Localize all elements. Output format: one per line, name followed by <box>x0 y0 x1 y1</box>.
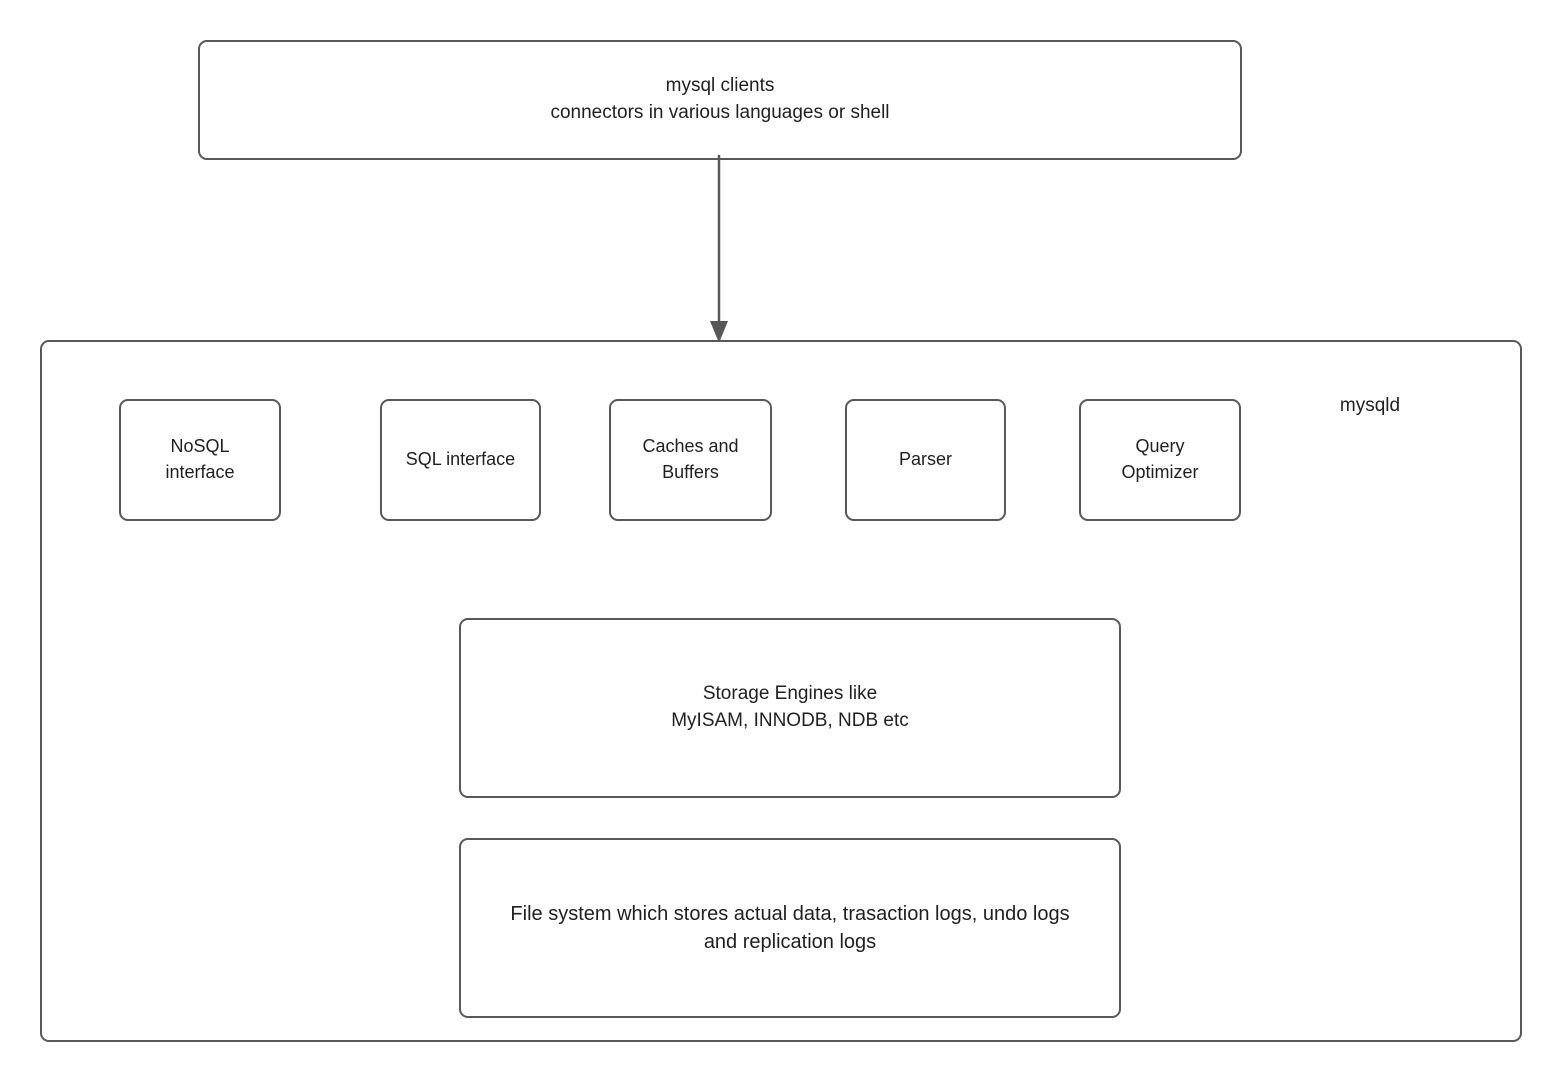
query-optimizer-label: Query Optimizer <box>1121 436 1199 482</box>
query-optimizer-box[interactable]: Query Optimizer <box>1079 399 1241 521</box>
parser-box[interactable]: Parser <box>845 399 1006 521</box>
caches-and-buffers-label: Caches and Buffers <box>642 436 739 482</box>
clients-to-mysqld-arrow <box>710 155 728 343</box>
nosql-interface-box[interactable]: NoSQL interface <box>119 399 281 521</box>
file-system-label: File system which stores actual data, tr… <box>510 902 1070 953</box>
parser-label: Parser <box>898 449 952 470</box>
nosql-interface-label: NoSQL interface <box>165 436 235 482</box>
mysql-clients-box[interactable]: mysql clients connectors in various lang… <box>198 40 1242 160</box>
mysqld-title-label: mysqld <box>1339 395 1401 416</box>
mysql-clients-label: mysql clients connectors in various lang… <box>550 75 890 123</box>
sql-interface-box[interactable]: SQL interface <box>380 399 541 521</box>
storage-engines-box[interactable]: Storage Engines like MyISAM, INNODB, NDB… <box>459 618 1121 798</box>
sql-interface-label: SQL interface <box>405 449 516 470</box>
file-system-box[interactable]: File system which stores actual data, tr… <box>459 838 1121 1018</box>
caches-and-buffers-box[interactable]: Caches and Buffers <box>609 399 772 521</box>
storage-engines-label: Storage Engines like MyISAM, INNODB, NDB… <box>671 683 909 731</box>
